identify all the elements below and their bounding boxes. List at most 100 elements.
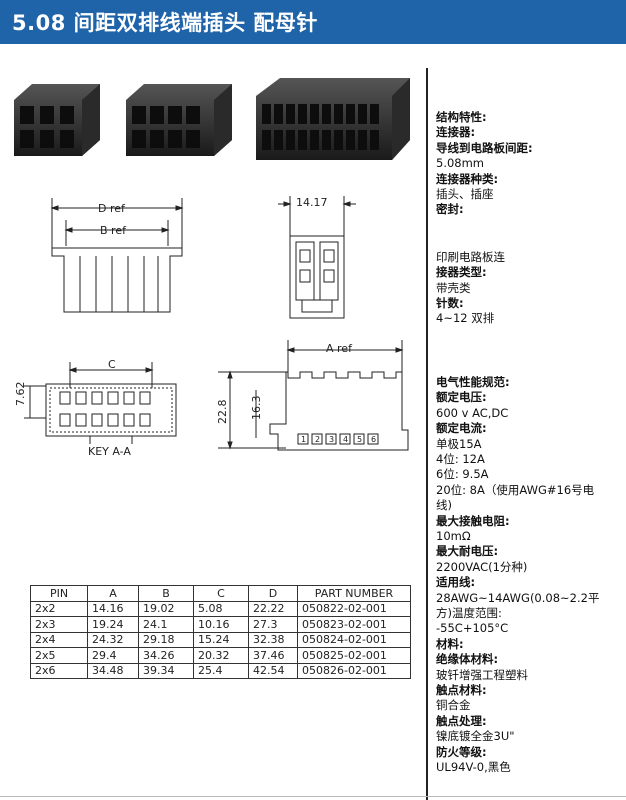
table-row: 2x4 24.32 29.18 15.24 32.38 050824-02-00…	[30, 631, 411, 648]
spec-line: 单极15A	[436, 436, 482, 451]
table-header-row: PIN A B C D PART NUMBER	[30, 585, 411, 602]
spec-line: 600 v AC,DC	[436, 405, 509, 420]
spec-line: 镍底镀全金3U"	[436, 729, 515, 744]
spec-line: UL94V-0,黑色	[436, 760, 511, 775]
divider-line	[426, 68, 428, 800]
table-cell: 29.4	[87, 647, 139, 664]
spec-line: 连接器种类:	[436, 171, 499, 186]
product-photo-2x4	[126, 84, 232, 156]
connector-drawing: D ref B ref 14.17 C	[14, 78, 410, 458]
spec-line: 玻钎增强工程塑料	[436, 667, 528, 682]
part-number-table: PIN A B C D PART NUMBER 2x2 14.16 19.02 …	[30, 585, 411, 679]
spec-line: 连接器:	[436, 125, 476, 140]
spec-line: -55C+105°C	[436, 621, 509, 636]
table-cell: 15.24	[193, 631, 249, 648]
dim-height: 22.8	[216, 400, 229, 425]
table-cell: 20.32	[193, 647, 249, 664]
pin-number: 4	[343, 435, 348, 444]
table-cell: 39.34	[138, 662, 194, 679]
table-cell: 22.22	[248, 600, 298, 617]
dim-d-ref: D ref	[98, 202, 126, 215]
table-cell: 27.3	[248, 616, 298, 633]
key-label: KEY A-A	[88, 445, 131, 458]
table-cell: 2x5	[30, 647, 88, 664]
spec-line: 铜合金	[436, 698, 471, 713]
table-cell: 050826-02-001	[297, 662, 411, 679]
spec-line: 带壳类	[436, 280, 471, 295]
table-cell: 24.1	[138, 616, 194, 633]
table-cell: 5.08	[193, 600, 249, 617]
table-cell: 29.18	[138, 631, 194, 648]
spec-line: 20位: 8A（使用AWG#16号电	[436, 482, 595, 497]
front-view-drawing	[24, 362, 177, 444]
profile-view-drawing	[218, 340, 409, 451]
dim-a-ref: A ref	[326, 342, 353, 355]
table-cell: 14.16	[87, 600, 139, 617]
table-cell: 2x3	[30, 616, 88, 633]
spec-line: 额定电流:	[436, 421, 487, 436]
table-cell: 34.48	[87, 662, 139, 679]
spec-line: 方)温度范围:	[436, 605, 502, 620]
product-photo-2x12	[256, 78, 410, 160]
table-row: 2x3 19.24 24.1 10.16 27.3 050823-02-001	[30, 616, 411, 633]
spec-line: 插头、插座	[436, 187, 494, 202]
dim-inner-height: 16.3	[250, 396, 263, 421]
end-view-drawing	[278, 196, 356, 319]
spec-line: 电气性能规范:	[436, 374, 510, 389]
table-cell: 34.26	[138, 647, 194, 664]
column-header: B	[138, 585, 194, 602]
spec-line: 材料:	[436, 636, 464, 651]
table-cell: 37.46	[248, 647, 298, 664]
spec-line: 4位: 12A	[436, 451, 485, 466]
spec-line: 线)	[436, 498, 452, 513]
table-row: 2x5 29.4 34.26 20.32 37.46 050825-02-001	[30, 647, 411, 664]
table-cell: 050824-02-001	[297, 631, 411, 648]
table-cell: 2x6	[30, 662, 88, 679]
table-cell: 32.38	[248, 631, 298, 648]
spec-line: 导线到电路板间距:	[436, 140, 533, 155]
table-cell: 19.24	[87, 616, 139, 633]
bottom-rule	[0, 796, 626, 797]
spec-line: 2200VAC(1分种)	[436, 559, 528, 574]
spec-line: 适用线:	[436, 575, 476, 590]
table-cell: 050822-02-001	[297, 600, 411, 617]
table-cell: 10.16	[193, 616, 249, 633]
spec-line: 10mΩ	[436, 528, 471, 543]
pin-number: 3	[329, 435, 334, 444]
table-row: 2x2 14.16 19.02 5.08 22.22 050822-02-001	[30, 600, 411, 617]
dim-width: 14.17	[296, 196, 328, 209]
spec-line: 触点处理:	[436, 713, 487, 728]
dim-pitch: 7.62	[14, 382, 27, 407]
table-cell: 2x4	[30, 631, 88, 648]
side-view-drawing	[50, 198, 184, 313]
table-cell: 19.02	[138, 600, 194, 617]
table-cell: 24.32	[87, 631, 139, 648]
dim-c: C	[108, 358, 116, 371]
column-header: C	[193, 585, 249, 602]
table-cell: 2x2	[30, 600, 88, 617]
table-cell: 050825-02-001	[297, 647, 411, 664]
pin-number: 5	[357, 435, 362, 444]
spec-line: 最大耐电压:	[436, 544, 499, 559]
table-cell: 42.54	[248, 662, 298, 679]
pin-number: 2	[315, 435, 320, 444]
pin-number: 6	[371, 435, 376, 444]
spec-line: 接器类型:	[436, 265, 487, 280]
spec-line: 结构特性:	[436, 110, 487, 124]
spec-line: 印刷电路板连	[436, 249, 505, 264]
pin-number: 1	[301, 435, 306, 444]
spec-line: 5.08mm	[436, 156, 485, 171]
page-title: 5.08 间距双排线端插头 配母针	[12, 11, 318, 35]
spec-line: 触点材料:	[436, 683, 487, 697]
column-header: PIN	[30, 585, 88, 602]
product-photo-2x2	[14, 84, 100, 156]
spec-line: 6位: 9.5A	[436, 467, 489, 482]
table-cell: 050823-02-001	[297, 616, 411, 633]
spec-list: 结构特性: 连接器: 导线到电路板间距: 5.08mm 连接器种类: 插头、插座…	[436, 110, 621, 775]
spec-line: 绝缘体材料:	[436, 652, 499, 667]
spec-line: 防火等级:	[436, 744, 487, 759]
spec-line: 4~12 双排	[436, 311, 495, 326]
column-header: PART NUMBER	[297, 585, 411, 602]
spec-line: 额定电压:	[436, 390, 487, 405]
dim-b-ref: B ref	[100, 224, 127, 237]
